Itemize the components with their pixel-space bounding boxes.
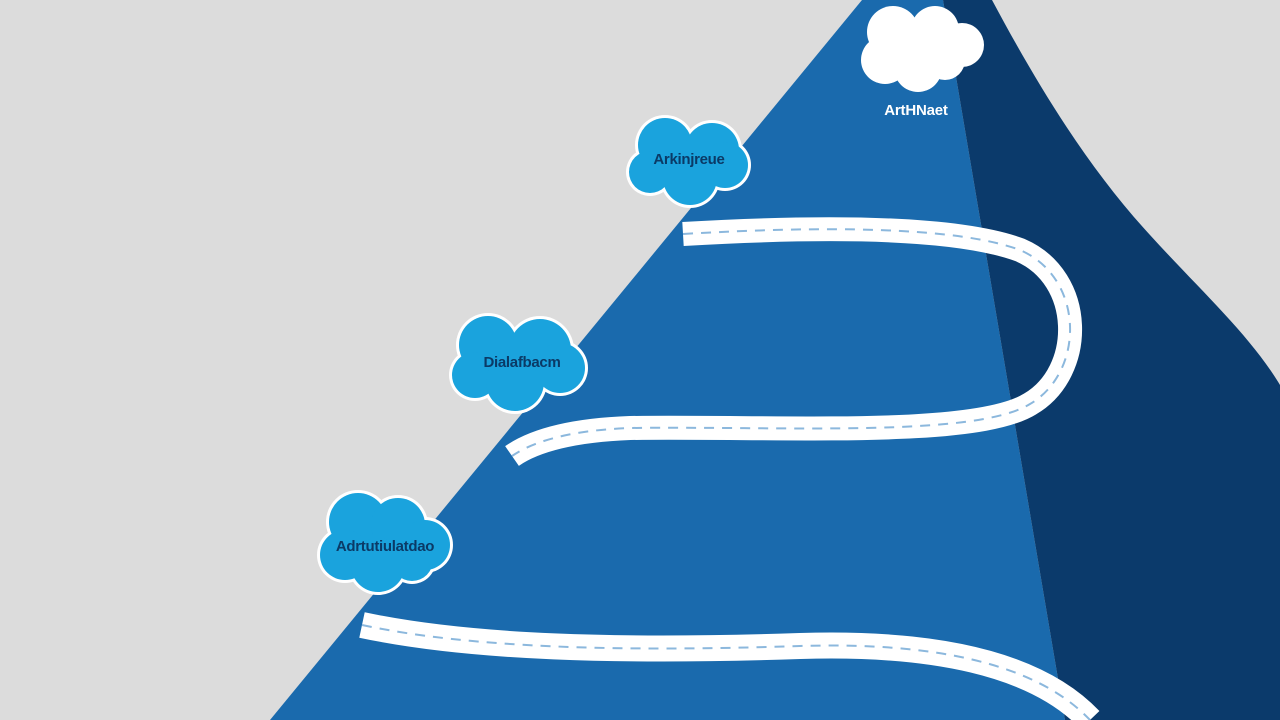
milestone-cloud-upper: Arkinjreue [626, 115, 751, 208]
cloud-icon-fill [629, 118, 748, 205]
milestone-label-upper: Arkinjreue [653, 151, 724, 168]
milestone-cloud-middle: Dialafbacm [449, 313, 588, 414]
milestone-label-middle: Dialafbacm [483, 354, 560, 371]
cloud-icon [861, 6, 984, 92]
summit-cloud: ArtHNaet [861, 6, 984, 119]
mountain-front-face [270, 0, 1065, 720]
milestone-cloud-base: Adrtutiulatdao [317, 490, 453, 595]
cloud-icon-fill [320, 493, 450, 592]
road-dash-upper [511, 228, 1071, 457]
milestone-label-base: Adrtutiulatdao [336, 538, 434, 555]
summit-label: ArtHNaet [884, 102, 948, 119]
cloud-icon-fill [452, 316, 585, 411]
mountain-shadow-face [943, 0, 1280, 720]
winding-road [359, 217, 1100, 720]
road-segment-lower [359, 612, 1100, 720]
